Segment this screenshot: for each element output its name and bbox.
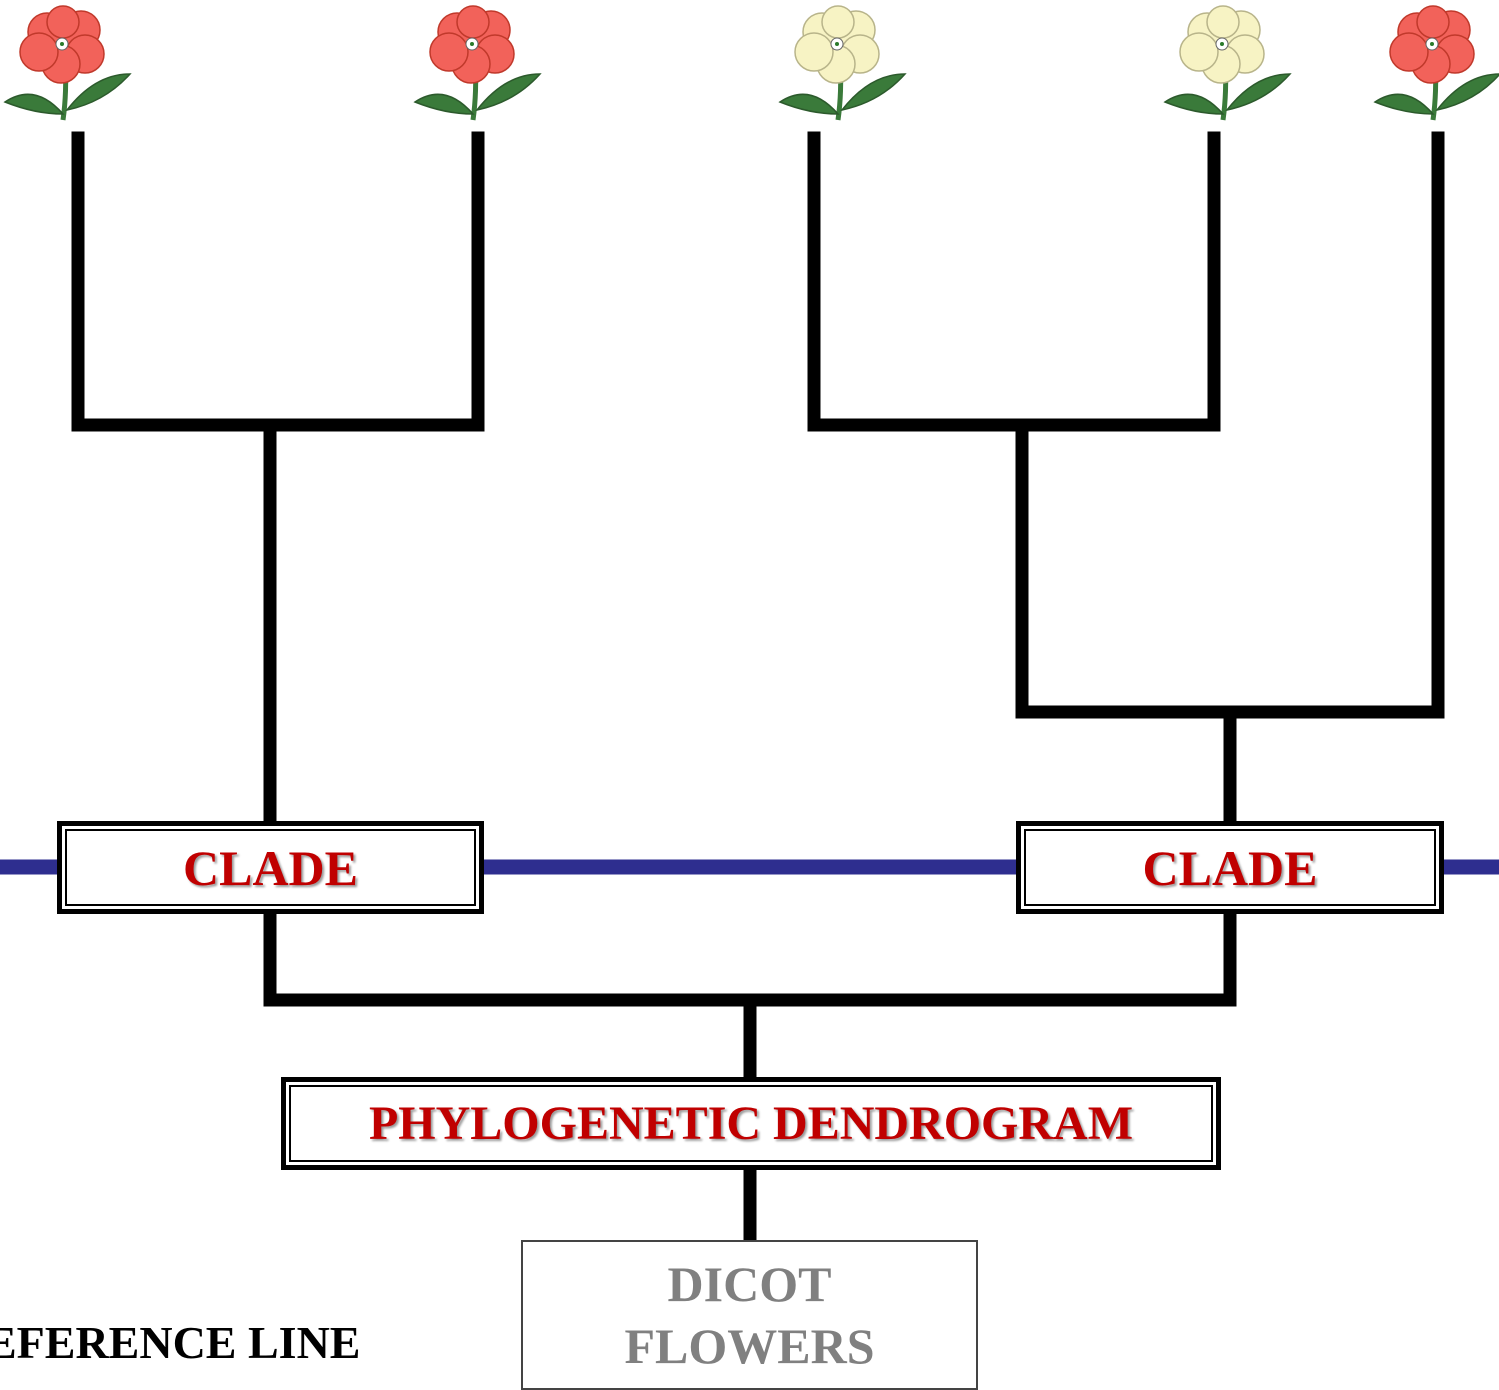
- clade-box-left: CLADE: [57, 821, 484, 914]
- clade-label-right: CLADE: [1142, 839, 1318, 896]
- dicot-flowers-box: DICOT FLOWERS: [521, 1240, 978, 1390]
- red-flower-icon: [405, 2, 545, 132]
- dendrogram-title-box: PHYLOGENETIC DENDROGRAM: [281, 1077, 1221, 1170]
- red-flower-icon: [1365, 2, 1499, 132]
- dendrogram-title: PHYLOGENETIC DENDROGRAM: [368, 1097, 1134, 1150]
- red-flower-icon: [0, 2, 135, 132]
- cream-flower-icon: [770, 2, 910, 132]
- cream-flower-icon: [1155, 2, 1295, 132]
- reference-line-label: EFERENCE LINE: [0, 1317, 361, 1368]
- dicot-label-line2: FLOWERS: [624, 1318, 875, 1374]
- dicot-label-line1: DICOT: [667, 1256, 832, 1312]
- clade-box-right: CLADE: [1016, 821, 1444, 914]
- clade-label-left: CLADE: [182, 839, 359, 896]
